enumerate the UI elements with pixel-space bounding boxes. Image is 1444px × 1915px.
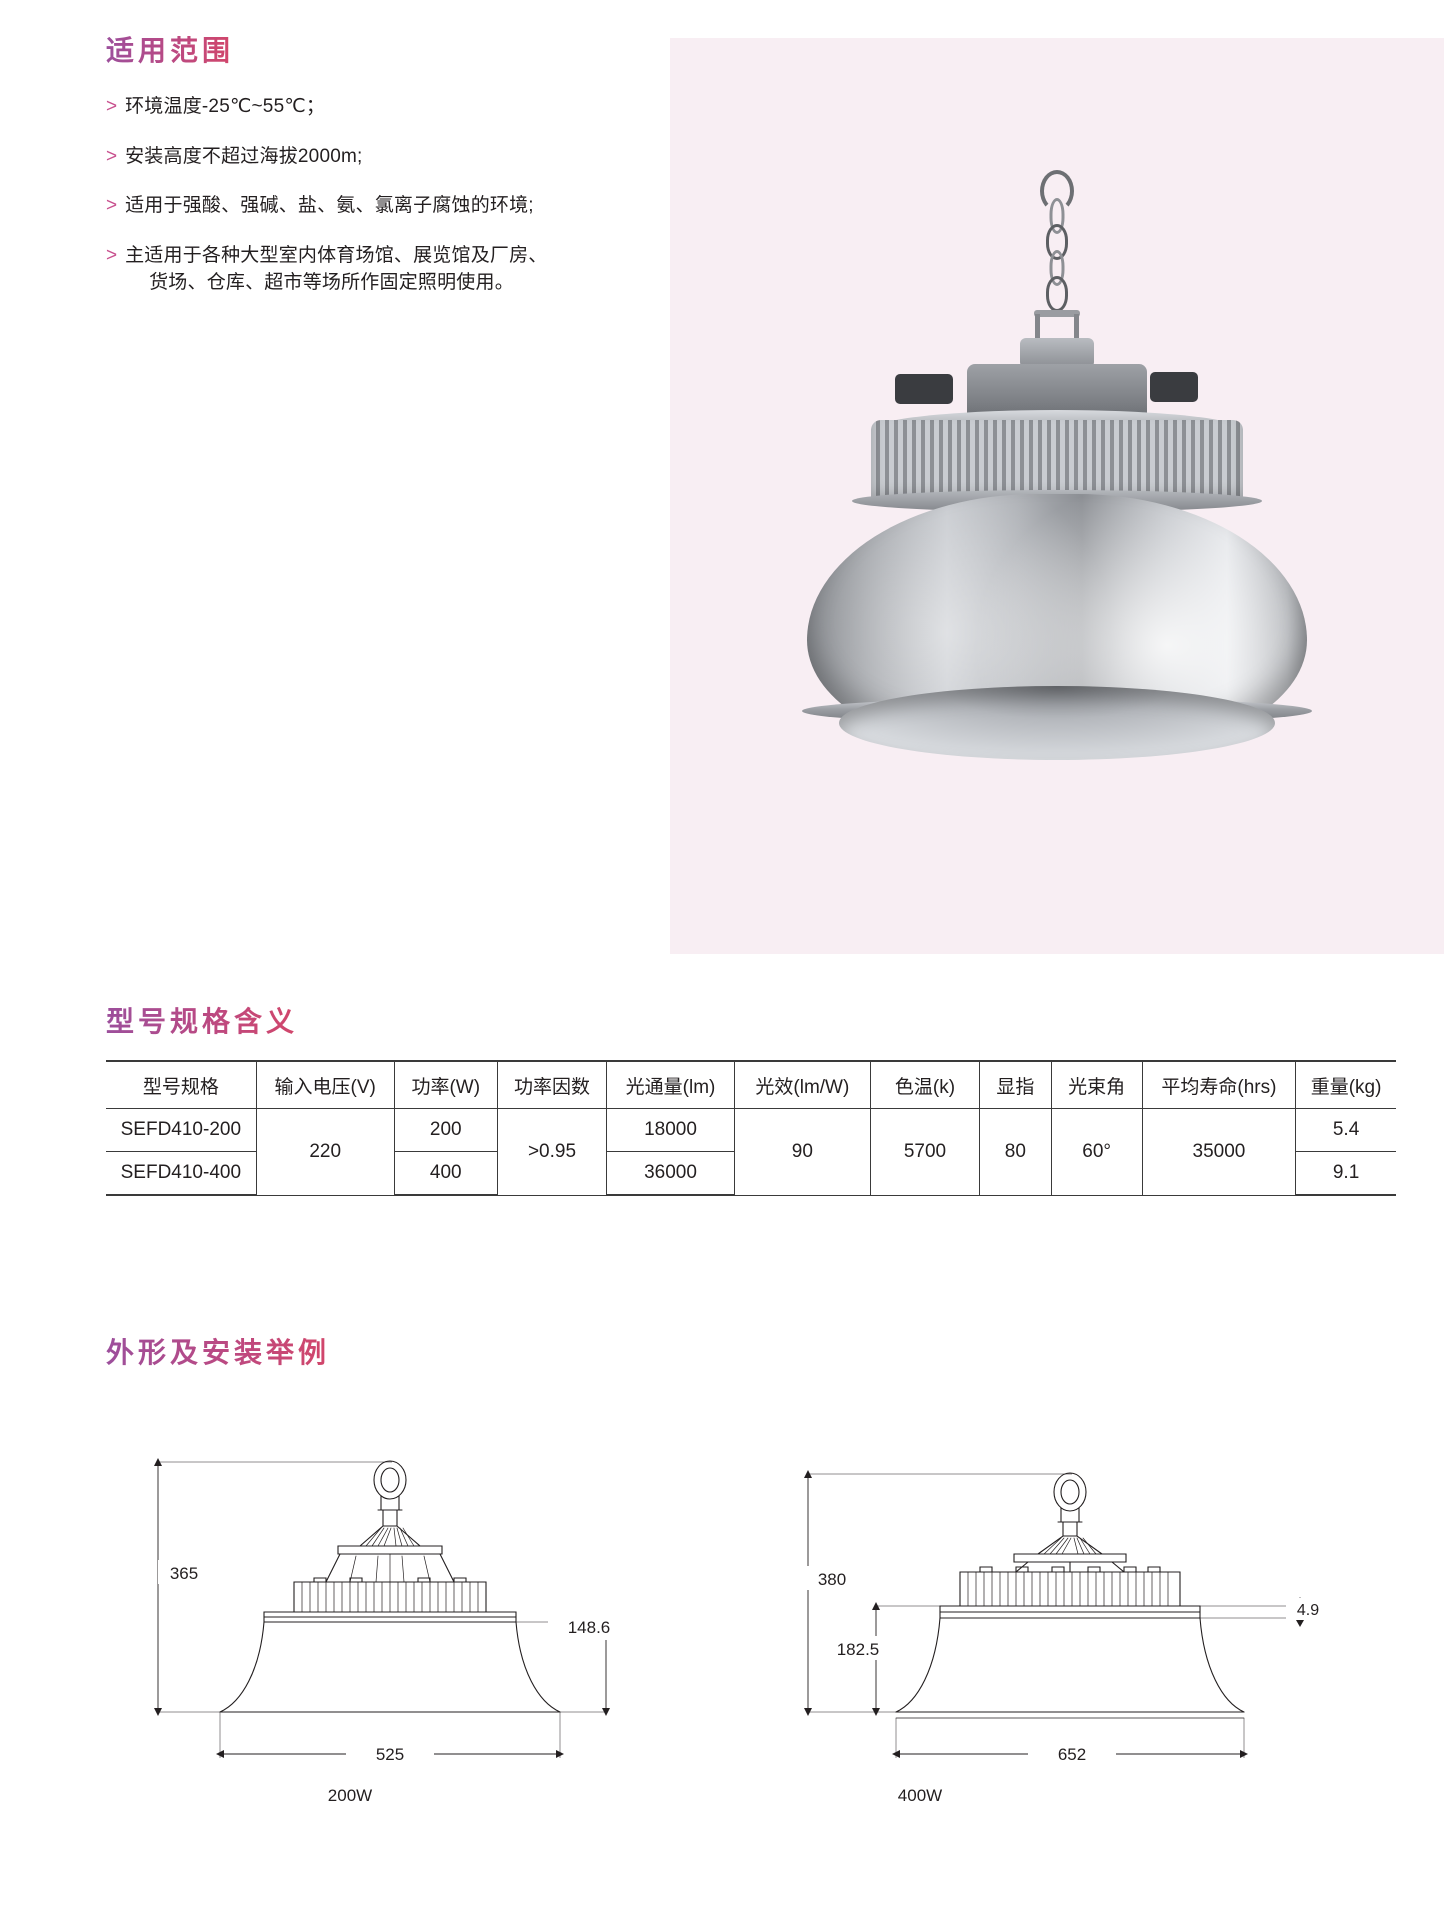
column-header-voltage: 输入电压(V) [255, 1060, 395, 1109]
dimension-shade-height-400w: 182.5 [837, 1640, 880, 1659]
dimension-shade-height-200w: 148.6 [568, 1618, 611, 1637]
cell-weight: 5.4 [1295, 1108, 1396, 1152]
list-item-line-1: 主适用于各种大型室内体育场馆、展览馆及厂房、 [125, 244, 548, 266]
cell-weight: 9.1 [1295, 1151, 1396, 1196]
cell-model: SEFD410-400 [106, 1151, 257, 1196]
page-title-dimensions: 外形及安装举例 [106, 1331, 330, 1371]
chevron-right-icon: > [106, 145, 118, 167]
list-item: > 安装高度不超过海拔2000m; [106, 143, 626, 171]
cell-cct: 5700 [869, 1108, 981, 1196]
cell-flux: 36000 [606, 1151, 735, 1196]
list-item-label: 环境温度-25℃~55℃； [125, 96, 326, 117]
column-header-power: 功率(W) [393, 1060, 498, 1109]
list-item: > 环境温度-25℃~55℃； [106, 93, 626, 121]
column-header-flux: 光通量(lm) [606, 1060, 735, 1109]
drawing-400w-svg: 380 182.5 652 4.9 [804, 1470, 1330, 1766]
dimension-drawing-400w: 380 182.5 652 4.9 [800, 1440, 1340, 1785]
dimension-total-height-400w: 380 [818, 1570, 846, 1589]
cell-lifetime: 35000 [1141, 1108, 1297, 1196]
list-item-label: 主适用于各种大型室内体育场馆、展览馆及厂房、 货场、仓库、超市等场所作固定照明使… [125, 242, 547, 297]
specification-table: 型号规格 输入电压(V) 功率(W) 功率因数 光通量(lm) 光效(lm/W)… [106, 1060, 1396, 1196]
dimension-total-height-200w: 365 [170, 1564, 198, 1583]
dimension-diameter-400w: 652 [1058, 1745, 1086, 1764]
list-item-label: 安装高度不超过海拔2000m; [125, 145, 363, 167]
table-row: SEFD410-200 220 200 >0.95 18000 90 5700 … [106, 1108, 1396, 1196]
dimension-diameter-200w: 525 [376, 1745, 404, 1764]
column-header-weight: 重量(kg) [1295, 1060, 1396, 1109]
list-item: > 适用于强酸、强碱、盐、氨、氯离子腐蚀的环境; [106, 192, 626, 220]
dimension-drawing-200w: 365 525 148.6 [150, 1440, 630, 1785]
page-title-scope: 适用范围 [106, 29, 234, 69]
cell-power: 200 [393, 1108, 498, 1152]
column-header-beam-angle: 光束角 [1050, 1060, 1143, 1109]
driver-cable-gland [1150, 372, 1198, 402]
cell-flux: 18000 [606, 1108, 735, 1152]
page-title-model-spec: 型号规格含义 [106, 1000, 298, 1040]
column-header-power-factor: 功率因数 [496, 1060, 608, 1109]
list-item-line-2: 货场、仓库、超市等场所作固定照明使用。 [149, 272, 514, 294]
driver-terminal-block [895, 374, 953, 404]
drawing-200w-svg: 365 525 148.6 [154, 1458, 630, 1766]
cell-power: 400 [393, 1151, 498, 1196]
chevron-right-icon: > [106, 195, 118, 217]
cell-voltage: 220 [255, 1108, 395, 1196]
cell-model: SEFD410-200 [106, 1108, 257, 1152]
product-photo [670, 38, 1444, 954]
chevron-right-icon: > [106, 96, 118, 117]
table-header-row: 型号规格 输入电压(V) 功率(W) 功率因数 光通量(lm) 光效(lm/W)… [106, 1060, 1396, 1109]
scope-bullet-list: > 环境温度-25℃~55℃； > 安装高度不超过海拔2000m; > 适用于强… [106, 93, 626, 319]
column-header-cri: 显指 [979, 1060, 1052, 1109]
table-row: SEFD410-400 400 36000 9.1 [106, 1151, 1396, 1196]
cell-beam-angle: 60° [1050, 1108, 1143, 1196]
drawing-caption-200w: 200W [327, 1786, 373, 1805]
cell-efficacy: 90 [733, 1108, 871, 1196]
column-header-lifetime: 平均寿命(hrs) [1141, 1060, 1297, 1109]
cell-power-factor: >0.95 [496, 1108, 608, 1196]
column-header-efficacy: 光效(lm/W) [733, 1060, 871, 1109]
dimension-rim-thickness-400w: 4.9 [1297, 1602, 1319, 1619]
drawing-caption-400w: 400W [897, 1786, 943, 1805]
driver-cap [1020, 338, 1094, 368]
reflector-inner-surface [839, 686, 1275, 760]
column-header-model: 型号规格 [106, 1060, 257, 1109]
chevron-right-icon: > [106, 244, 118, 266]
list-item: > 主适用于各种大型室内体育场馆、展览馆及厂房、 货场、仓库、超市等场所作固定照… [106, 242, 626, 297]
cell-cri: 80 [979, 1108, 1052, 1196]
list-item-label: 适用于强酸、强碱、盐、氨、氯离子腐蚀的环境; [125, 195, 534, 217]
column-header-cct: 色温(k) [869, 1060, 981, 1109]
